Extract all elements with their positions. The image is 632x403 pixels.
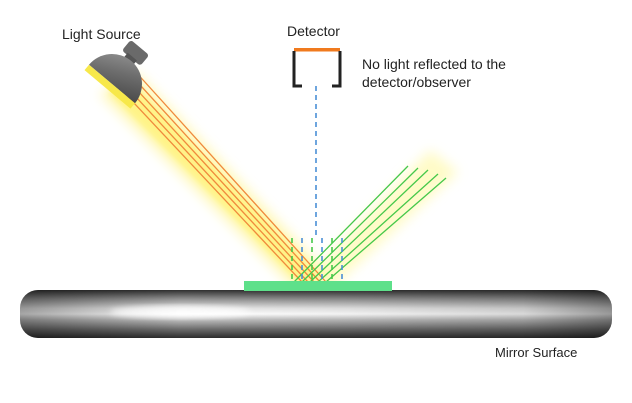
reflected-ray	[317, 173, 439, 283]
detector-bracket-icon	[292, 48, 342, 88]
spotlight-icon	[84, 40, 149, 109]
incident-ray	[117, 85, 303, 283]
incident-ray	[133, 69, 327, 283]
incident-ray	[125, 77, 315, 283]
incident-ray	[129, 73, 321, 283]
incident-rays	[117, 69, 327, 283]
light-source-label: Light Source	[62, 26, 141, 42]
note-line-1: No light reflected to the	[362, 56, 506, 72]
note-line-2: detector/observer	[362, 74, 471, 90]
reflected-ray	[293, 165, 409, 283]
reflected-ray	[325, 177, 447, 283]
incident-ray	[121, 81, 309, 283]
scattered-vertical-rays	[291, 238, 343, 282]
mirror-surface-label: Mirror Surface	[495, 345, 578, 360]
mirror-surface	[20, 290, 612, 338]
reflected-rays	[293, 165, 447, 283]
reflected-beam-glow	[300, 150, 458, 290]
no-reflection-note: No light reflected to the detector/obser…	[362, 55, 506, 91]
reflected-ray	[309, 169, 429, 283]
sample-film	[244, 281, 392, 291]
incident-beam-glow	[100, 72, 330, 290]
detector-label: Detector	[287, 23, 340, 39]
reflected-ray	[301, 167, 419, 283]
